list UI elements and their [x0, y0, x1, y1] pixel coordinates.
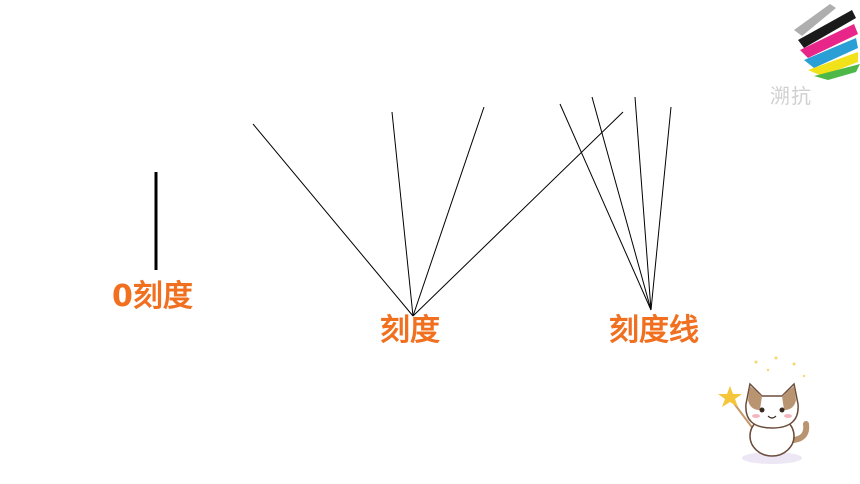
- scale-line-ray-4: [650, 106, 672, 311]
- scale-line-ray-2: [591, 96, 652, 311]
- cat-with-wand-icon: [718, 356, 810, 464]
- logo-text: 溯抗: [770, 84, 812, 108]
- brush-stroke-logo: [794, 4, 860, 80]
- scale-label: 刻度: [380, 313, 440, 348]
- scale-ray-4: [412, 111, 624, 317]
- scale-line-label: 刻度线: [609, 313, 699, 348]
- scale-line-ray-3: [634, 96, 652, 311]
- scale-line-ray-1: [559, 103, 652, 311]
- zero-scale-label: 0刻度: [112, 279, 193, 314]
- scale-ray-3: [412, 106, 485, 317]
- scale-ray-2: [391, 111, 414, 317]
- scale-ray-1: [252, 123, 414, 317]
